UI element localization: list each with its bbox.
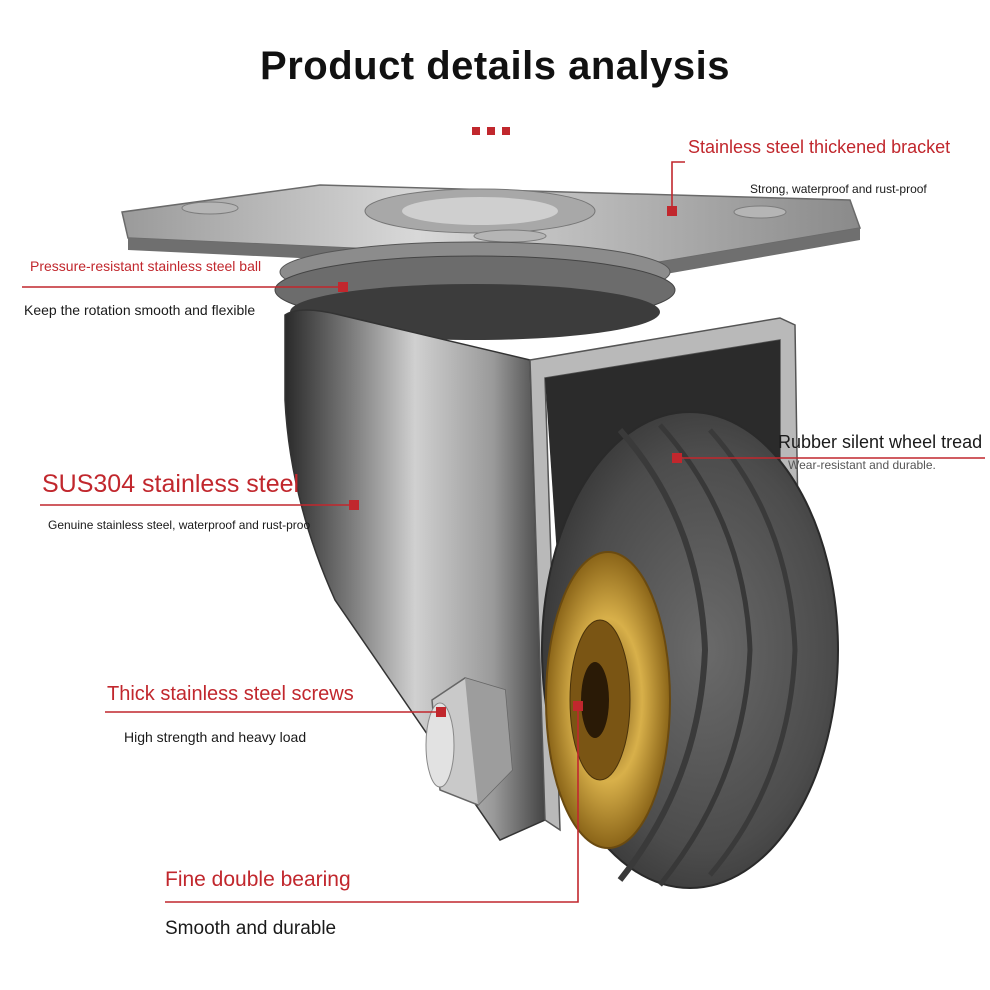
marker-sus304 (349, 500, 359, 510)
callout-heading-sus304: SUS304 stainless steel (42, 470, 300, 498)
callout-desc-tread: Wear-resistant and durable. (788, 458, 936, 472)
callout-desc-ball: Keep the rotation smooth and flexible (24, 302, 256, 318)
marker-bracket (667, 206, 677, 216)
callout-heading-bracket: Stainless steel thickened bracket (688, 137, 951, 157)
callout-heading-bearing: Fine double bearing (165, 868, 351, 891)
marker-ball (338, 282, 348, 292)
callout-lines (22, 161, 985, 903)
decorative-dots (472, 122, 517, 140)
callout-desc-sus304: Genuine stainless steel, waterproof and … (48, 518, 311, 532)
callout-heading-tread: Rubber silent wheel tread (778, 432, 983, 452)
callout-line-bracket (671, 161, 685, 211)
wheel (541, 411, 839, 889)
top-plate (121, 184, 862, 275)
page-title: Product details analysis (260, 44, 730, 88)
callout-markers (338, 206, 682, 717)
marker-screws (436, 707, 446, 717)
marker-bearing (573, 701, 583, 711)
callout-heading-screws: Thick stainless steel screws (107, 683, 354, 705)
callout-desc-bracket: Strong, waterproof and rust-proof (750, 182, 927, 196)
ball-race (274, 241, 676, 340)
marker-tread (672, 453, 682, 463)
axle-bolt (425, 677, 513, 806)
callout-line-bearing (165, 706, 579, 903)
callout-desc-screws: High strength and heavy load (124, 729, 307, 745)
callout-desc-bearing: Smooth and durable (165, 918, 337, 939)
callout-heading-ball: Pressure-resistant stainless steel ball (30, 258, 262, 274)
